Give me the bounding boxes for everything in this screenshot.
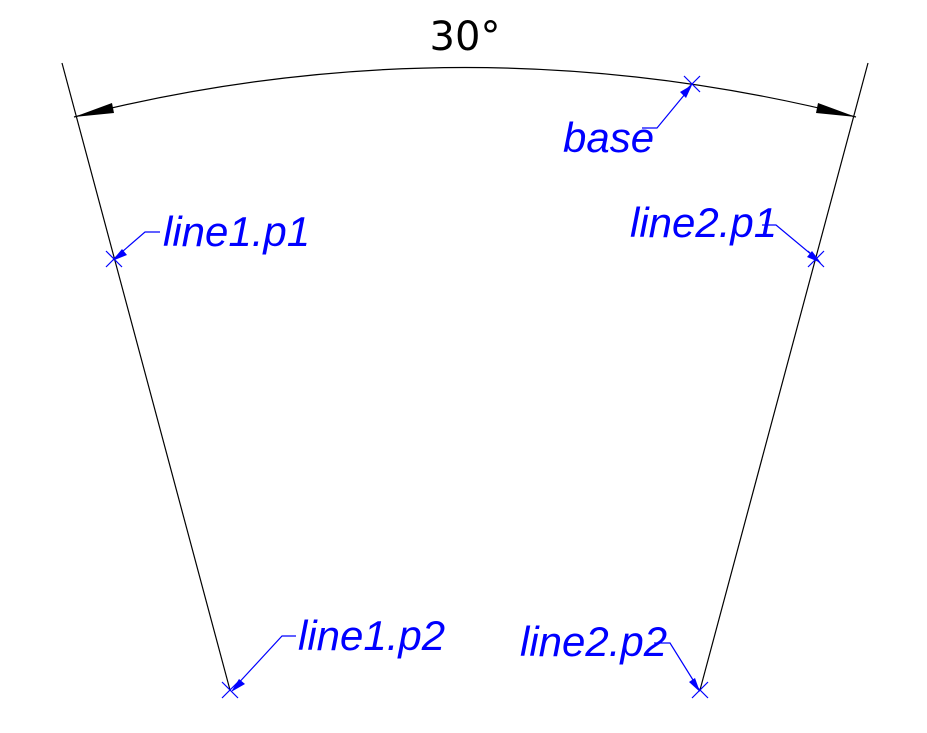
dimension-arrow-right [816, 103, 856, 117]
leader-line2-p1-arrow [807, 251, 821, 263]
leader-line1-p1 [114, 231, 160, 259]
dimension-arc [73, 66, 857, 118]
leader-base-arrow [680, 85, 692, 98]
line1 [61, 62, 231, 691]
label-line1-p1: line1.p1 [163, 208, 310, 255]
line2 [699, 62, 869, 691]
label-base: base [563, 114, 654, 161]
leader-line1-p1-arrow [112, 249, 127, 261]
label-line2-p2: line2.p2 [520, 618, 667, 665]
dimension-value: 30° [430, 14, 501, 60]
leader-line1-p2 [233, 635, 296, 689]
leader-base [642, 87, 691, 129]
leader-line2-p2-arrow [689, 678, 700, 692]
label-line1-p2: line1.p2 [298, 612, 445, 659]
label-line2-p1: line2.p1 [630, 199, 777, 246]
leader-line2-p2 [654, 642, 699, 689]
leader-line1-p2-arrow [231, 679, 245, 692]
leader-line2-p1 [762, 224, 819, 261]
dimension-arrow-left [74, 103, 114, 117]
marker-line1-p2 [221, 681, 239, 699]
